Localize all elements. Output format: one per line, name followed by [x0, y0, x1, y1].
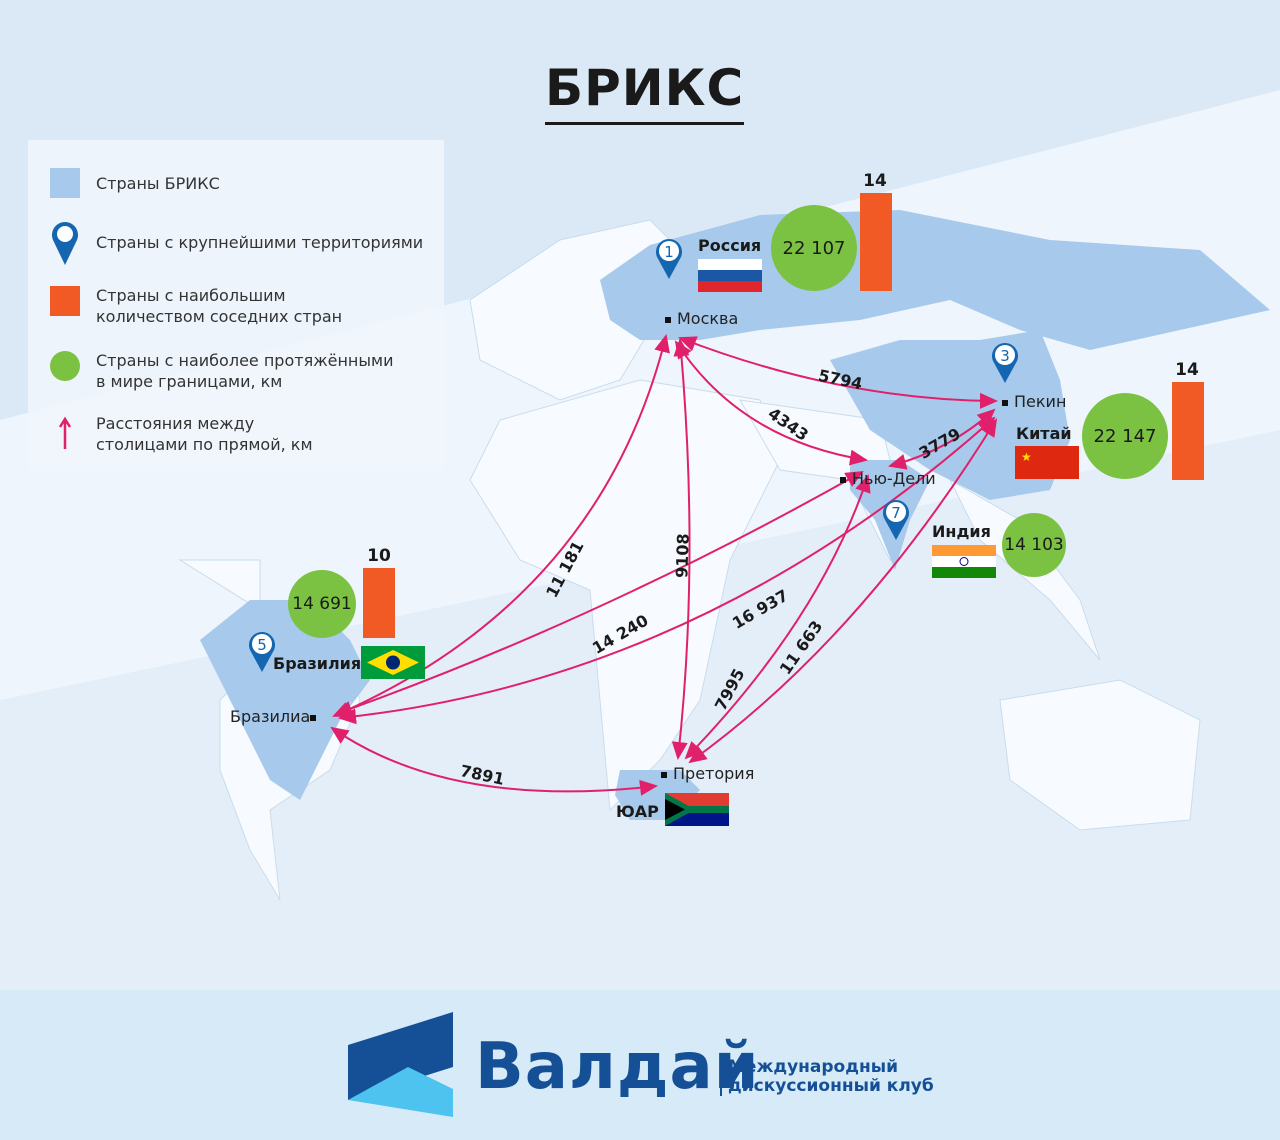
svg-text:★: ★ — [1021, 450, 1032, 464]
arrow-brasilia-pretoria — [330, 726, 658, 796]
circle-swatch-icon — [50, 351, 80, 381]
distance-arrows — [330, 334, 998, 796]
arrow-icon — [58, 416, 72, 449]
legend-neighbors-2: количеством соседних стран — [96, 307, 343, 326]
dist-moscow-pretoria: 9108 — [672, 533, 693, 578]
capital-brasilia: Бразилиа — [230, 707, 322, 726]
svg-text:1: 1 — [664, 243, 674, 261]
country-name-china: Китай — [1016, 424, 1072, 443]
border-circle-india: 14 103 — [1002, 513, 1066, 577]
border-circle-china: 22 147 — [1082, 393, 1168, 479]
valdai-logo-icon — [348, 1012, 453, 1117]
legend-distance: Расстояния между — [96, 414, 255, 433]
rank-pin-icon: 7 — [883, 500, 909, 540]
neighbors-russia: 14 — [863, 171, 887, 191]
neighbors-bar-russia — [860, 193, 892, 291]
svg-text:7: 7 — [891, 504, 901, 522]
brand-subtitle-2: дискуссионный клуб — [728, 1076, 934, 1096]
pin-icon — [52, 222, 78, 265]
neighbors-bar-brazil — [363, 568, 395, 638]
rank-pin-icon: 5 — [249, 632, 275, 672]
capital-beijing: Пекин — [1002, 392, 1066, 411]
page-title: БРИКС — [545, 58, 745, 125]
flag-sa-icon — [665, 793, 729, 826]
border-circle-russia: 22 107 — [771, 205, 857, 291]
russia-shape — [600, 210, 1270, 350]
brand-name: Валдай — [475, 1030, 760, 1104]
rank-pin-icon: 1 — [656, 239, 682, 279]
bar-swatch-icon — [50, 286, 80, 316]
neighbors-brazil: 10 — [367, 546, 391, 566]
legend-neighbors: Страны с наибольшим — [96, 286, 286, 305]
legend-borders-2: в мире границами, км — [96, 372, 283, 391]
legend-distance-2: столицами по прямой, км — [96, 435, 313, 454]
rank-pin-icon: 3 — [992, 343, 1018, 383]
svg-text:5: 5 — [257, 636, 267, 654]
brand-subtitle-1: Международный — [728, 1057, 898, 1077]
capital-moscow: Москва — [665, 309, 738, 328]
flag-brazil-icon — [361, 646, 425, 679]
arrow-pretoria-beijing — [688, 418, 998, 764]
country-name-russia: Россия — [698, 236, 762, 255]
legend-territory: Страны с крупнейшими территориями — [96, 233, 424, 252]
country-name-sa: ЮАР — [616, 802, 659, 821]
legend-brics: Страны БРИКС — [96, 174, 220, 193]
capital-pretoria: Претория — [661, 764, 754, 783]
neighbors-bar-china — [1172, 382, 1204, 480]
flag-india-icon — [932, 545, 996, 578]
legend: Страны БРИКС Страны с крупнейшими террит… — [28, 140, 444, 470]
country-name-brazil: Бразилия — [273, 654, 362, 673]
flag-china-icon: ★ — [1015, 446, 1079, 479]
brazil-shape — [200, 600, 370, 800]
footer — [0, 990, 1280, 1140]
capital-delhi: Нью-Дели — [840, 469, 936, 488]
neighbors-china: 14 — [1175, 360, 1199, 380]
border-circle-brazil: 14 691 — [288, 570, 356, 638]
svg-text:3: 3 — [1000, 347, 1010, 365]
flag-russia-icon — [698, 259, 762, 292]
country-name-india: Индия — [932, 522, 991, 541]
brics-swatch-icon — [50, 168, 80, 198]
legend-borders: Страны с наиболее протяжёнными — [96, 351, 394, 370]
